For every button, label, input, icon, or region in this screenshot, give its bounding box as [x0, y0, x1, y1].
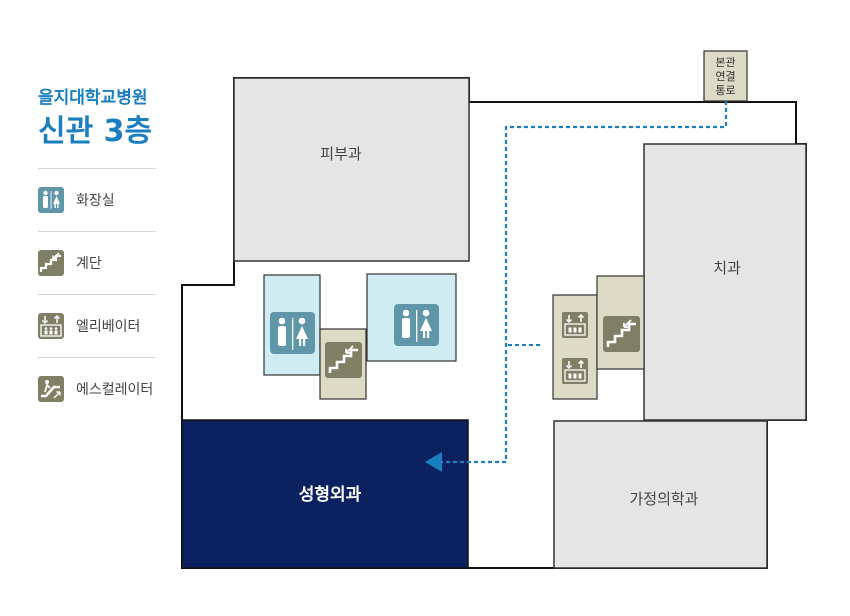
room-label-family-medicine: 가정의학과	[629, 490, 698, 508]
escalator-icon	[38, 376, 64, 402]
connector-label-1: 본관	[715, 56, 735, 69]
stairs-left	[319, 328, 367, 400]
stairs-right	[596, 275, 645, 370]
legend-label-escalator: 에스컬레이터	[76, 382, 154, 398]
connector-passage: 본관 연결 통로	[703, 50, 748, 102]
legend-panel: 을지대학교병원 신관 3층 화장실	[38, 88, 156, 420]
legend-item-escalator: 에스컬레이터	[38, 357, 156, 420]
elevator-bank	[552, 294, 598, 400]
room-label-dermatology: 피부과	[320, 145, 362, 163]
stairs-icon	[323, 340, 364, 380]
room-label-plastic-surgery: 성형외과	[299, 484, 362, 505]
hospital-name: 을지대학교병원	[38, 88, 148, 108]
restroom-left	[263, 274, 321, 376]
connector-label-2: 연결	[715, 70, 735, 83]
legend-label-restroom: 화장실	[76, 193, 115, 209]
legend-list: 화장실 계단	[38, 168, 156, 420]
room-dermatology[interactable]: 피부과	[233, 77, 470, 262]
restroom-icon	[394, 304, 439, 346]
route-arrow-icon	[425, 452, 442, 472]
legend-item-stairs: 계단	[38, 231, 156, 294]
stairs-icon	[601, 314, 642, 354]
legend-label-stairs: 계단	[76, 256, 102, 272]
elevator-icon	[38, 313, 64, 339]
room-dentistry[interactable]: 치과	[643, 143, 807, 421]
restroom-right	[366, 273, 457, 362]
route-path	[425, 101, 728, 472]
restroom-icon	[270, 312, 315, 354]
room-plastic-surgery[interactable]: 성형외과	[181, 419, 469, 569]
stairs-icon	[38, 250, 64, 276]
legend-item-restroom: 화장실	[38, 168, 156, 231]
restroom-icon	[38, 187, 64, 213]
elevator-icon	[561, 357, 589, 385]
elevator-icon	[561, 311, 589, 339]
legend-item-elevator: 엘리베이터	[38, 294, 156, 357]
room-family-medicine[interactable]: 가정의학과	[553, 420, 768, 569]
room-label-dentistry: 치과	[713, 259, 741, 277]
legend-label-elevator: 엘리베이터	[76, 319, 141, 335]
floor-title: 신관 3층	[38, 114, 153, 149]
connector-label-3: 통로	[715, 84, 735, 97]
